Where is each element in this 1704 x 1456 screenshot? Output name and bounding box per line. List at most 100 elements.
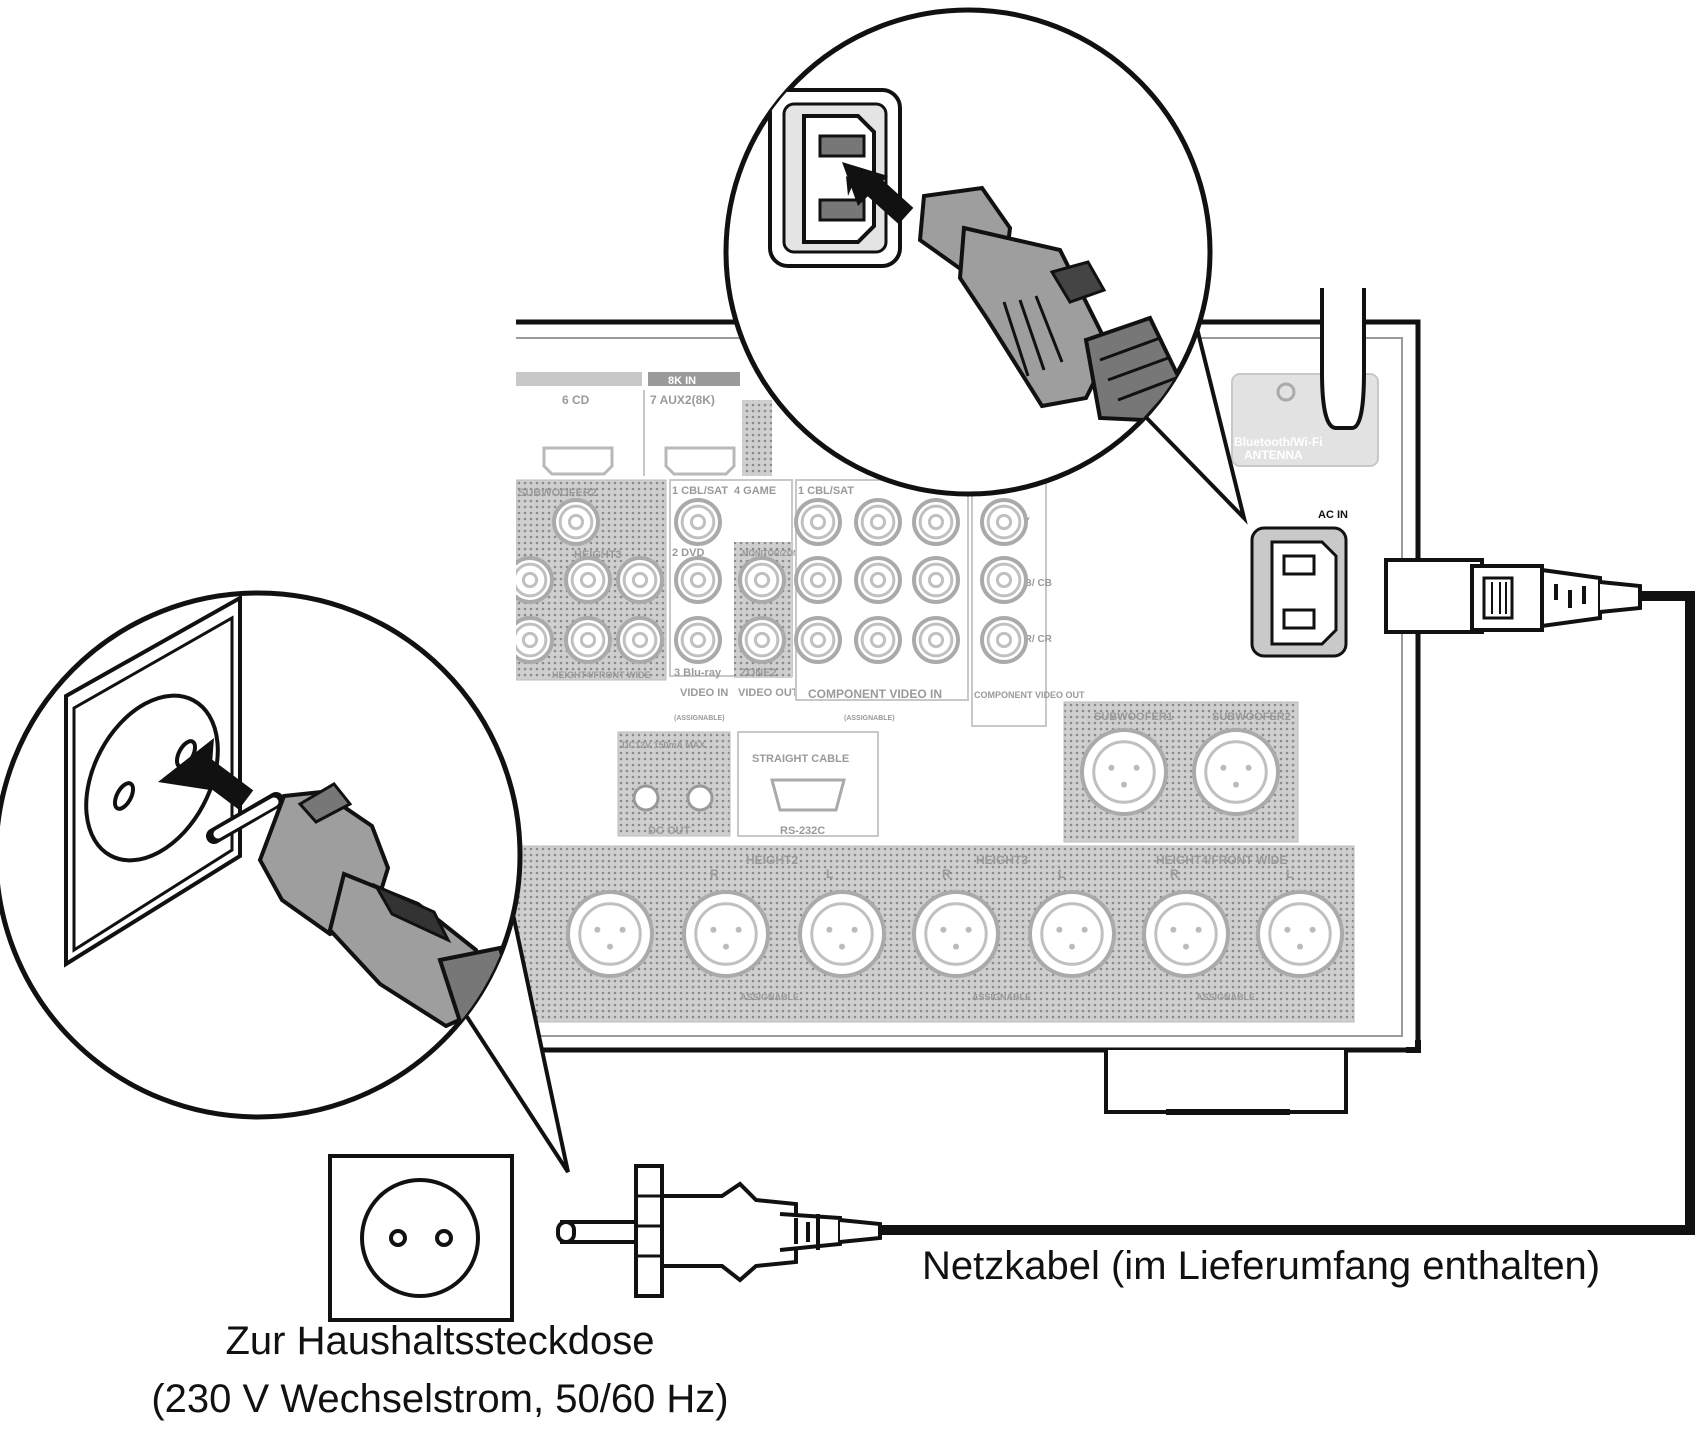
label-assignable-video: (ASSIGNABLE) — [674, 715, 725, 722]
rca-jack — [674, 616, 722, 664]
hdmi-port-cd — [542, 446, 614, 476]
rca-jack — [854, 556, 902, 604]
label-straight-cable: STRAIGHT CABLE — [752, 753, 849, 765]
rca-jack — [980, 556, 1028, 604]
chassis-foot — [1104, 1050, 1348, 1114]
label-aux2: 7 AUX2(8K) — [650, 393, 715, 407]
outlet-hole-left — [389, 1229, 407, 1247]
rca-jack — [738, 556, 786, 604]
dc-out-block — [617, 731, 731, 837]
rca-jack — [616, 616, 664, 664]
label-cbl-sat-comp: 1 CBL/SAT — [798, 485, 854, 497]
label-height4: HEIGHT4/FRONT WIDE — [552, 670, 651, 680]
xlr-jack — [1256, 890, 1344, 978]
label-pr: PR/ CR — [1018, 634, 1053, 645]
iec-plug-zoom — [917, 185, 1183, 423]
hdmi-band — [516, 372, 642, 386]
label-r-3: R — [1170, 867, 1179, 881]
rca-jack — [738, 616, 786, 664]
outlet-caption-line1: Zur Haushaltssteckdose — [225, 1319, 655, 1363]
label-assignable-3: ASSIGNABLE — [1196, 992, 1255, 1002]
label-l-1: L — [826, 867, 833, 881]
label-monitor-zone2: MONITOR/ZONE2 — [742, 549, 809, 558]
label-rs232c: RS-232C — [780, 825, 825, 837]
label-dc-out: DC OUT — [648, 825, 690, 837]
label-8k-in: 8K IN — [668, 375, 696, 387]
rca-jack — [564, 616, 612, 664]
xlr-jack — [682, 890, 770, 978]
schuko-plug-zoom — [206, 782, 515, 1044]
outlet-caption-line2: (230 V Wechselstrom, 50/60 Hz) — [151, 1377, 729, 1421]
antenna — [1320, 288, 1366, 430]
label-assignable-2: ASSIGNABLE — [972, 992, 1031, 1002]
rca-jack-group — [516, 498, 1028, 664]
label-subwoofer1: SUBWOOFER1 — [1094, 711, 1173, 723]
rca-jack — [516, 616, 554, 664]
label-bluray: 3 Blu-ray — [674, 667, 722, 679]
label-assignable-1: ASSIGNABLE — [740, 992, 799, 1002]
rca-jack — [980, 616, 1028, 664]
rca-jack — [854, 616, 902, 664]
label-r-2: R — [942, 867, 951, 881]
zoom-bubble-outlet — [0, 590, 570, 1174]
power-cord-caption: Netzkabel (im Lieferumfang enthalten) — [922, 1244, 1601, 1288]
rca-jack — [912, 616, 960, 664]
dc-jack-1 — [632, 784, 660, 812]
dc-jack-2 — [686, 784, 714, 812]
rca-jack — [616, 556, 664, 604]
rca-jack — [516, 556, 554, 604]
label-antenna-1: Bluetooth/Wi-Fi — [1234, 435, 1323, 449]
receiver-rear-panel: 8K IN 6 CD 7 AUX2(8K) SUBWOOFER2 HEIGHT3… — [516, 288, 1421, 1115]
label-ac-in: AC IN — [1318, 509, 1348, 521]
label-component-video-in: COMPONENT VIDEO IN — [808, 687, 942, 701]
xlr-jack — [798, 890, 886, 978]
rca-jack — [674, 556, 722, 604]
xlr-jack — [1192, 728, 1280, 816]
outlet-socket — [360, 1178, 480, 1298]
schuko-plug — [556, 1164, 882, 1298]
label-zone2: ZONE2 — [740, 667, 777, 679]
rs232c-block — [737, 731, 879, 837]
xlr-jack — [1142, 890, 1230, 978]
rca-jack — [912, 556, 960, 604]
hdmi-port-aux2 — [664, 446, 736, 476]
insert-arrow-outlet — [158, 738, 214, 790]
rca-jack — [794, 556, 842, 604]
outlet-caption: Zur Haushaltssteckdose (230 V Wechselstr… — [110, 1312, 770, 1428]
label-r-1: R — [710, 867, 719, 881]
label-cbl-sat: 1 CBL/SAT — [672, 485, 728, 497]
label-video-out: VIDEO OUT — [738, 687, 799, 699]
xlr-jack-row — [566, 728, 1344, 978]
xlr-jack — [1080, 728, 1168, 816]
cord-line — [880, 591, 1695, 1235]
label-dc-spec: DC12V 150mA MAX. — [622, 740, 708, 750]
xlr-jack — [566, 890, 654, 978]
label-game: 4 GAME — [734, 485, 776, 497]
label-subwoofer: SUBWOOFER2 — [518, 487, 597, 499]
label-height4-xlr: HEIGHT4/FRONT WIDE — [1156, 853, 1287, 867]
label-l-3: L — [1286, 867, 1293, 881]
rca-jack — [552, 498, 600, 546]
label-video-in: VIDEO IN — [680, 687, 728, 699]
label-pb: PB/ CB — [1018, 578, 1052, 589]
label-dvd: 2 DVD — [672, 547, 704, 559]
zoom-bubble-ac-in — [723, 7, 1248, 525]
label-assignable-comp: (ASSIGNABLE) — [844, 715, 895, 722]
xlr-jack — [1028, 890, 1116, 978]
rca-jack — [854, 498, 902, 546]
label-subwoofer2: SUBWOOFER2 — [1212, 711, 1291, 723]
wall-outlet — [328, 1154, 514, 1322]
power-cord — [556, 558, 1695, 1298]
label-l-2: L — [1058, 867, 1065, 881]
rca-jack — [794, 616, 842, 664]
label-component-video-out: COMPONENT VIDEO OUT — [974, 690, 1085, 700]
label-antenna-2: ANTENNA — [1244, 448, 1303, 462]
rs232c-port — [770, 778, 846, 812]
outlet-hole-right — [435, 1229, 453, 1247]
label-cd: 6 CD — [562, 393, 590, 407]
xlr-jack — [912, 890, 1000, 978]
rca-jack — [912, 498, 960, 546]
iec-plug — [1384, 558, 1642, 634]
label-height3-xlr: HEIGHT3 — [976, 853, 1028, 867]
